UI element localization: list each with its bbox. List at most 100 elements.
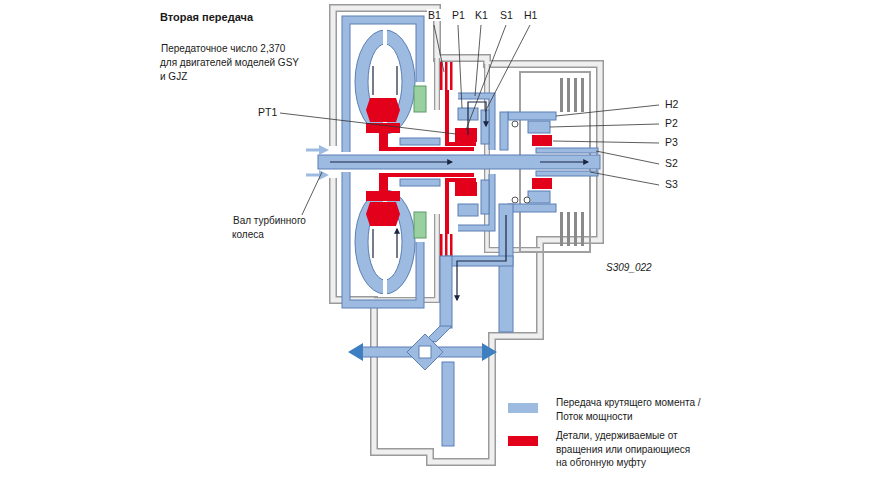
leader-lines bbox=[458, 25, 462, 108]
label-text: P2 bbox=[664, 117, 679, 129]
clutch-plates bbox=[574, 212, 577, 246]
label-text: K1 bbox=[474, 9, 489, 21]
planetary-gearset bbox=[445, 62, 448, 90]
planetary-gearset bbox=[536, 148, 598, 153]
power-flow-arrows bbox=[540, 161, 588, 162]
stator-parts bbox=[366, 202, 400, 226]
planetary-gearset bbox=[512, 197, 518, 203]
gearbox-housing bbox=[333, 8, 600, 462]
leader-lines bbox=[280, 113, 456, 134]
leader-lines bbox=[596, 151, 659, 164]
planetary-gearset bbox=[508, 112, 556, 120]
legend-swatch bbox=[508, 436, 538, 446]
label-text: Вал турбинного колеса bbox=[232, 215, 306, 240]
torque-converter bbox=[400, 179, 440, 186]
stator-parts bbox=[379, 133, 388, 148]
part-label: P1 bbox=[451, 9, 466, 23]
planetary-gearset bbox=[455, 128, 477, 142]
leader-lines bbox=[485, 25, 530, 112]
clutch-plates bbox=[581, 212, 584, 246]
label-text: S309_022 bbox=[605, 262, 653, 273]
torque-converter bbox=[400, 138, 440, 145]
planetary-gearset bbox=[450, 62, 453, 90]
planetary-gearset bbox=[481, 180, 489, 214]
final-drive bbox=[348, 343, 497, 361]
part-label: K1 bbox=[474, 9, 489, 23]
label-text: S2 bbox=[664, 157, 679, 169]
part-label: P3 bbox=[664, 136, 679, 150]
leader-lines bbox=[280, 25, 659, 219]
planetary-gearset bbox=[512, 121, 518, 127]
planetary-gearset bbox=[536, 171, 598, 176]
label-text: H2 bbox=[664, 98, 679, 110]
label-text: P3 bbox=[664, 136, 679, 148]
planetary-gearset bbox=[508, 204, 556, 212]
final-drive bbox=[419, 346, 431, 358]
clutch-plates bbox=[560, 78, 563, 112]
stator-parts bbox=[379, 176, 388, 191]
leader-lines bbox=[553, 141, 659, 143]
final-drive bbox=[348, 204, 513, 446]
part-label: PT1 bbox=[257, 106, 278, 120]
leader-lines bbox=[556, 105, 659, 116]
legend-swatch bbox=[508, 403, 538, 413]
planetary-gearset bbox=[528, 121, 550, 133]
part-label: S3 bbox=[664, 178, 679, 192]
turbine-shaft bbox=[306, 150, 320, 175]
planetary-gearset bbox=[458, 96, 492, 228]
label-text: Передаточное число 2,370 для двигателей … bbox=[160, 43, 299, 82]
turbine-shaft bbox=[306, 145, 600, 180]
label-text: S1 bbox=[499, 9, 514, 21]
torque-converter bbox=[414, 212, 426, 238]
power-flow-arrows bbox=[330, 161, 452, 162]
title-text: Вторая передача bbox=[160, 11, 253, 23]
part-label: P2 bbox=[664, 117, 679, 131]
label-text: H1 bbox=[523, 9, 538, 21]
label-text: PT1 bbox=[257, 106, 278, 118]
planetary-gearset bbox=[481, 110, 489, 144]
planetary-gearset bbox=[455, 182, 477, 196]
planetary-gearset bbox=[528, 191, 550, 203]
stator-parts bbox=[366, 98, 400, 122]
clutch-plates bbox=[581, 78, 584, 112]
legend-text: Передача крутящего момента / Поток мощно… bbox=[556, 396, 728, 423]
power-flow-arrows bbox=[330, 102, 588, 300]
label-text: S3 bbox=[664, 178, 679, 190]
figure-code: S309_022 bbox=[605, 261, 653, 274]
planetary-gearset bbox=[458, 96, 492, 228]
torque-converter bbox=[414, 86, 426, 112]
leader-lines bbox=[466, 25, 506, 130]
leader-lines bbox=[434, 25, 444, 72]
leader-lines bbox=[300, 172, 322, 219]
part-label: S1 bbox=[499, 9, 514, 23]
final-drive bbox=[442, 362, 454, 446]
planetary-gearset bbox=[440, 62, 443, 90]
part-label: Вал турбинного колеса bbox=[232, 214, 322, 242]
label-text: B1 bbox=[427, 9, 442, 21]
planetary-gearset bbox=[524, 197, 530, 203]
clutch-plates bbox=[574, 78, 577, 112]
planetary-gearset bbox=[458, 204, 478, 216]
clutch-plates bbox=[567, 78, 570, 112]
leader-lines bbox=[590, 172, 659, 185]
final-drive bbox=[407, 334, 443, 370]
gearbox-housing bbox=[333, 8, 600, 462]
ratio-note: Передаточное число 2,370 для двигателей … bbox=[160, 42, 300, 84]
planetary-gearset bbox=[440, 62, 598, 262]
planetary-gearset bbox=[532, 135, 552, 146]
leader-lines bbox=[550, 124, 659, 127]
part-label: H2 bbox=[664, 98, 679, 112]
final-drive bbox=[362, 347, 483, 357]
stator-parts bbox=[379, 147, 474, 151]
clutch-plates bbox=[560, 212, 563, 246]
label-text: P1 bbox=[451, 9, 466, 21]
part-label: S2 bbox=[664, 157, 679, 171]
turbine-shaft bbox=[318, 155, 600, 169]
diagram-title: Вторая передача bbox=[160, 10, 253, 24]
clutch-plates bbox=[567, 212, 570, 246]
gearbox-housing bbox=[333, 8, 600, 462]
part-label: B1 bbox=[427, 9, 442, 23]
final-drive bbox=[440, 256, 452, 328]
